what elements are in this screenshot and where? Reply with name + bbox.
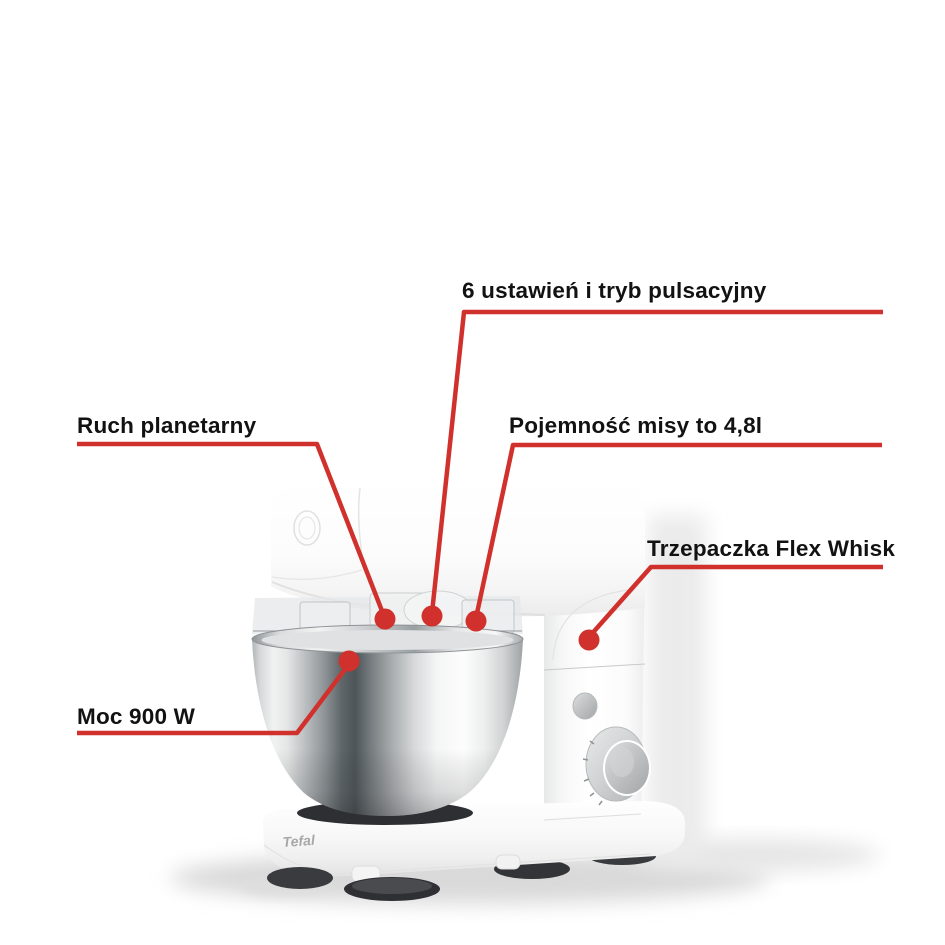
label-settings: 6 ustawień i tryb pulsacyjny bbox=[462, 278, 767, 303]
pulse-button bbox=[572, 692, 598, 720]
callout-line-capacity bbox=[473, 442, 882, 619]
callout-line-power bbox=[77, 662, 351, 736]
label-planetary: Ruch planetarny bbox=[77, 413, 257, 438]
callout-dot-whisk bbox=[578, 629, 600, 651]
callout-line-planetary bbox=[77, 441, 387, 617]
callout-dot-power bbox=[338, 650, 360, 672]
head-emblem bbox=[293, 510, 321, 546]
callout-line-settings bbox=[429, 309, 883, 614]
mixer-bowl bbox=[251, 624, 524, 816]
label-whisk: Trzepaczka Flex Whisk bbox=[647, 536, 896, 561]
label-power: Moc 900 W bbox=[77, 704, 196, 729]
speed-knob bbox=[582, 726, 651, 806]
brand-logo: Tefal bbox=[282, 832, 316, 850]
callout-line-whisk bbox=[587, 564, 883, 639]
mixer-controls bbox=[543, 663, 651, 821]
label-capacity: Pojemność misy to 4,8l bbox=[509, 413, 763, 438]
callout-dot-planetary bbox=[374, 608, 396, 630]
callout-lines bbox=[77, 309, 883, 736]
callout-dot-settings bbox=[421, 605, 443, 627]
callout-dots bbox=[338, 605, 600, 672]
bowl-lid bbox=[252, 590, 523, 635]
callout-dot-capacity bbox=[465, 610, 487, 632]
